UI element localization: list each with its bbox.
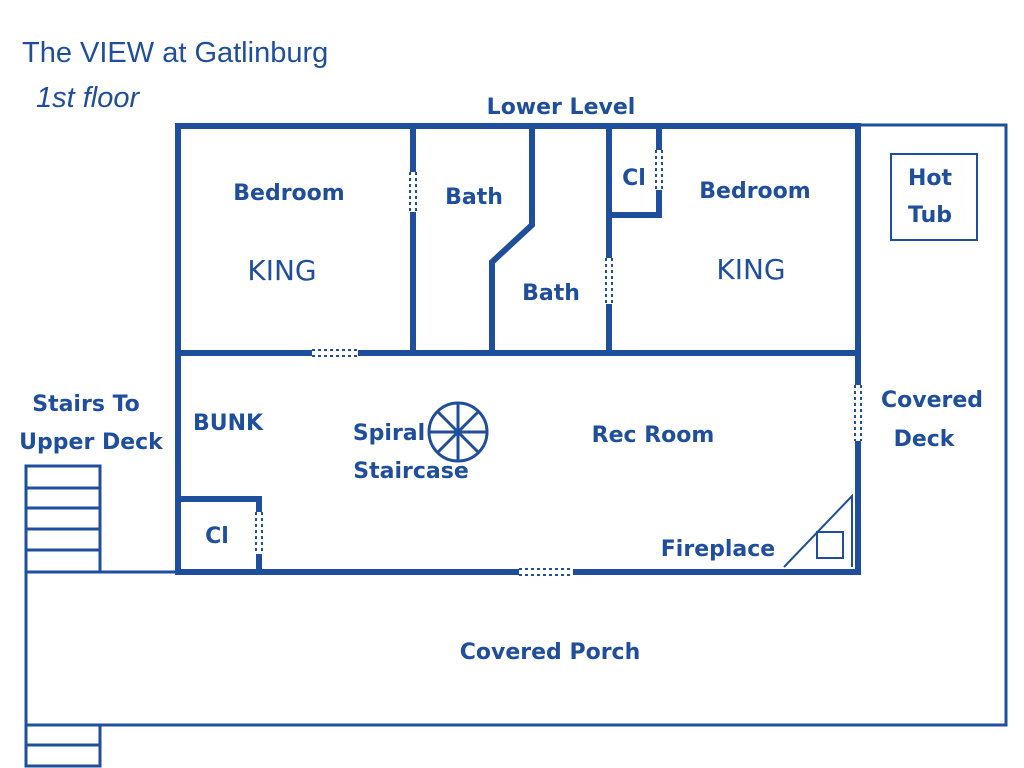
house-exterior-wall (175, 123, 861, 575)
label-covered-deck-2: Deck (894, 427, 956, 452)
door-upper-closet (654, 150, 664, 190)
door-lower-bath (604, 258, 614, 304)
label-king-left: KING (247, 254, 316, 287)
label-fireplace: Fireplace (661, 537, 775, 562)
label-staircase: Staircase (353, 459, 469, 484)
hot-tub (890, 153, 978, 241)
label-bedroom-left: Bedroom (233, 181, 344, 206)
door-covered-deck (853, 385, 863, 441)
label-stairs-1: Stairs To (32, 392, 140, 417)
label-bath-lower: Bath (522, 281, 580, 306)
door-covered-porch (519, 567, 573, 577)
label-king-right: KING (716, 253, 785, 286)
stairs-upper-deck (24, 464, 102, 574)
label-bath-upper: Bath (445, 185, 503, 210)
label-hot-tub-2: Tub (908, 203, 952, 228)
door-lower-closet (254, 512, 264, 554)
page-subtitle: 1st floor (36, 82, 140, 114)
label-stairs-2: Upper Deck (19, 430, 164, 455)
label-closet-lower: Cl (205, 524, 229, 549)
label-rec-room: Rec Room (592, 423, 715, 448)
page-title: The VIEW at Gatlinburg (22, 37, 328, 69)
label-covered-deck-1: Covered (881, 388, 983, 413)
spiral-staircase-icon (427, 401, 489, 463)
label-bedroom-right: Bedroom (699, 179, 810, 204)
level-label: Lower Level (487, 95, 636, 120)
label-closet-upper: Cl (622, 166, 646, 191)
fireplace-icon (783, 493, 853, 568)
wall-bath-divider (489, 126, 535, 353)
label-covered-porch: Covered Porch (460, 640, 641, 665)
label-spiral: Spiral (353, 421, 425, 446)
stairs-lower (24, 725, 102, 768)
label-hot-tub-1: Hot (908, 166, 953, 191)
label-bunk: BUNK (193, 411, 264, 436)
door-left-bedroom-hall (312, 348, 358, 358)
door-left-bedroom (408, 172, 418, 212)
